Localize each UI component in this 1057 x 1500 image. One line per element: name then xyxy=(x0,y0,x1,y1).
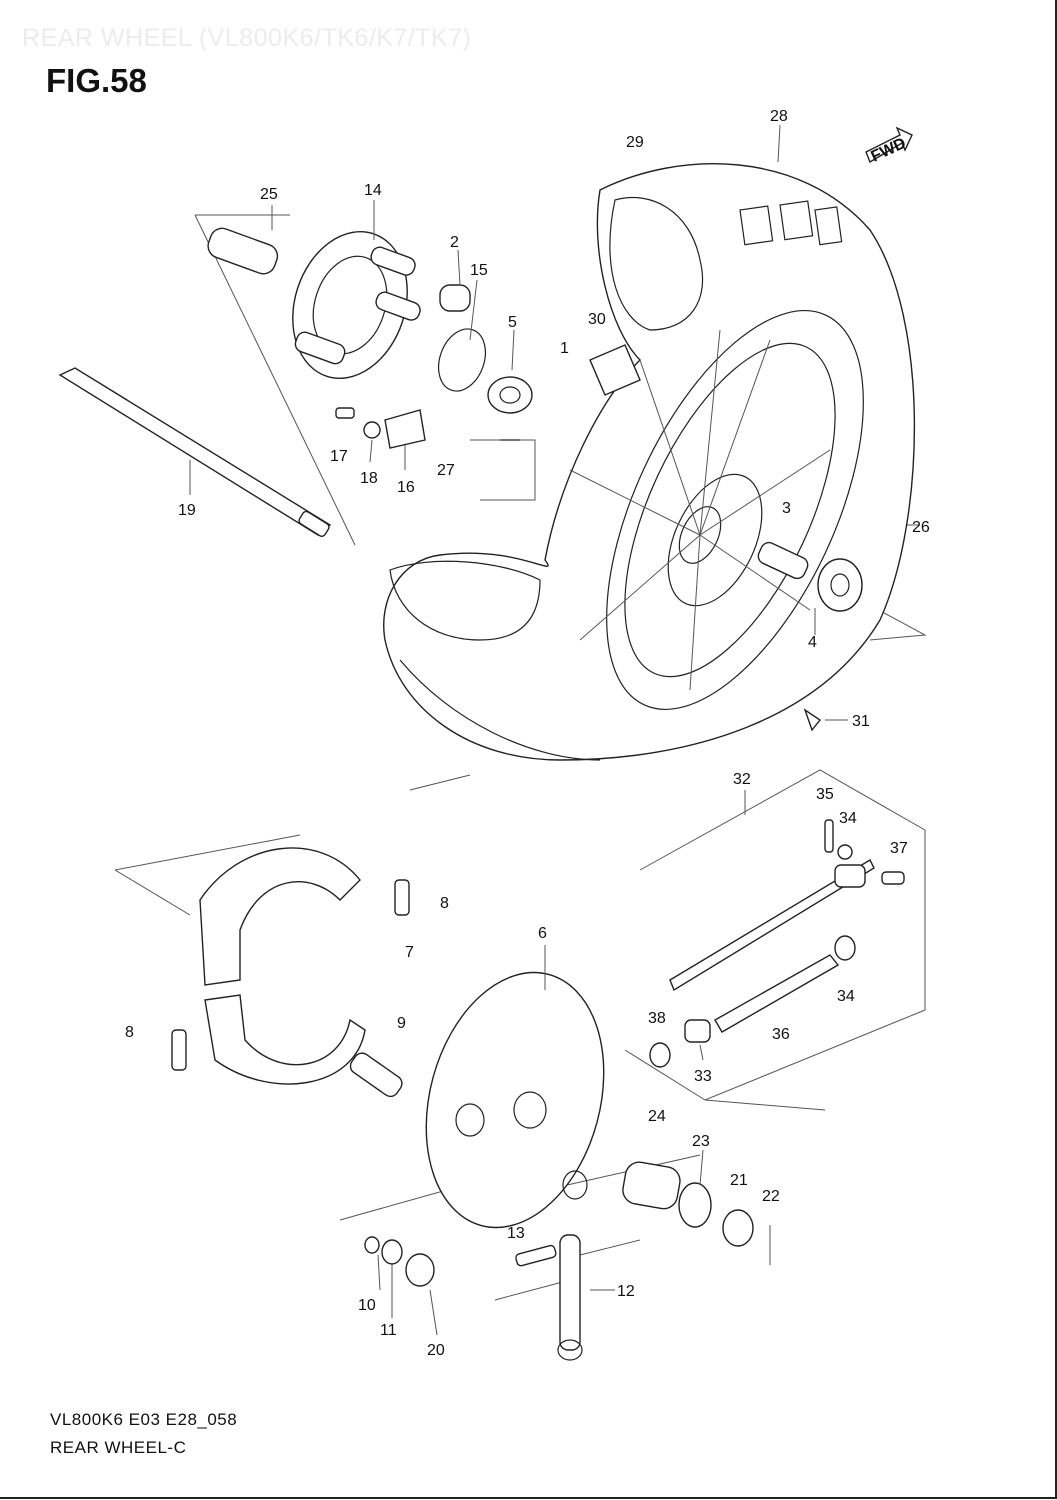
callout-35: 35 xyxy=(816,786,834,803)
callout-33: 33 xyxy=(694,1068,712,1085)
callout-21: 21 xyxy=(730,1172,748,1189)
callout-36: 36 xyxy=(772,1026,790,1043)
callout-17: 17 xyxy=(330,448,348,465)
callout-10: 10 xyxy=(358,1297,376,1314)
callout-18: 18 xyxy=(360,470,378,487)
callout-8a: 8 xyxy=(440,895,449,912)
callout-13: 13 xyxy=(507,1225,525,1242)
callout-16: 16 xyxy=(397,479,415,496)
wheel-spokes xyxy=(569,329,831,691)
callout-25: 25 xyxy=(260,186,278,203)
callout-20: 20 xyxy=(427,1342,445,1359)
callout-28: 28 xyxy=(770,108,788,125)
brake-shoes xyxy=(171,847,410,1098)
diagram-code: VL800K6 E03 E28_058 xyxy=(50,1410,238,1429)
callout-38: 38 xyxy=(648,1010,666,1027)
forward-direction-arrow xyxy=(865,126,913,164)
callout-5: 5 xyxy=(508,314,517,331)
callout-leaders xyxy=(189,124,848,1336)
callout-8b: 8 xyxy=(125,1024,134,1041)
rear-wheel-assembly xyxy=(383,163,916,761)
faded-header-title: REAR WHEEL (VL800K6/TK6/K7/TK7) xyxy=(22,24,472,52)
callout-1: 1 xyxy=(560,340,569,357)
wheel-bearings xyxy=(757,541,863,612)
callout-30: 30 xyxy=(588,311,606,328)
callout-34b: 34 xyxy=(837,988,855,1005)
callout-2: 2 xyxy=(450,234,459,251)
callout-labels: 1 2 3 4 5 6 7 8 8 9 10 11 12 13 14 15 16… xyxy=(125,108,930,1359)
callout-7: 7 xyxy=(405,944,414,961)
callout-3: 3 xyxy=(782,500,791,517)
callout-31: 31 xyxy=(852,713,870,730)
callout-27: 27 xyxy=(437,462,455,479)
callout-32: 32 xyxy=(733,771,751,788)
callout-4: 4 xyxy=(808,634,817,651)
callout-6: 6 xyxy=(538,925,547,942)
callout-9: 9 xyxy=(397,1015,406,1032)
diagram-name: REAR WHEEL-C xyxy=(50,1438,187,1457)
callout-24: 24 xyxy=(648,1108,666,1125)
callout-23: 23 xyxy=(692,1133,710,1150)
callout-29: 29 xyxy=(626,134,644,151)
callout-34a: 34 xyxy=(839,810,857,827)
callout-12: 12 xyxy=(617,1283,635,1300)
callout-37: 37 xyxy=(890,840,908,857)
callout-11: 11 xyxy=(380,1322,397,1339)
figure-label: FIG.58 xyxy=(46,62,147,99)
callout-19: 19 xyxy=(178,502,196,519)
drive-hub xyxy=(207,227,533,414)
callout-15: 15 xyxy=(470,262,488,279)
callout-14: 14 xyxy=(364,182,382,199)
brake-panel xyxy=(425,971,754,1247)
callout-26: 26 xyxy=(912,519,930,536)
brake-linkage xyxy=(364,1234,583,1361)
rear-axle xyxy=(58,367,332,537)
fwd-label: FWD xyxy=(869,135,909,166)
small-fasteners xyxy=(335,407,822,732)
callout-22: 22 xyxy=(762,1188,780,1205)
brake-rod-assembly xyxy=(649,819,905,1068)
